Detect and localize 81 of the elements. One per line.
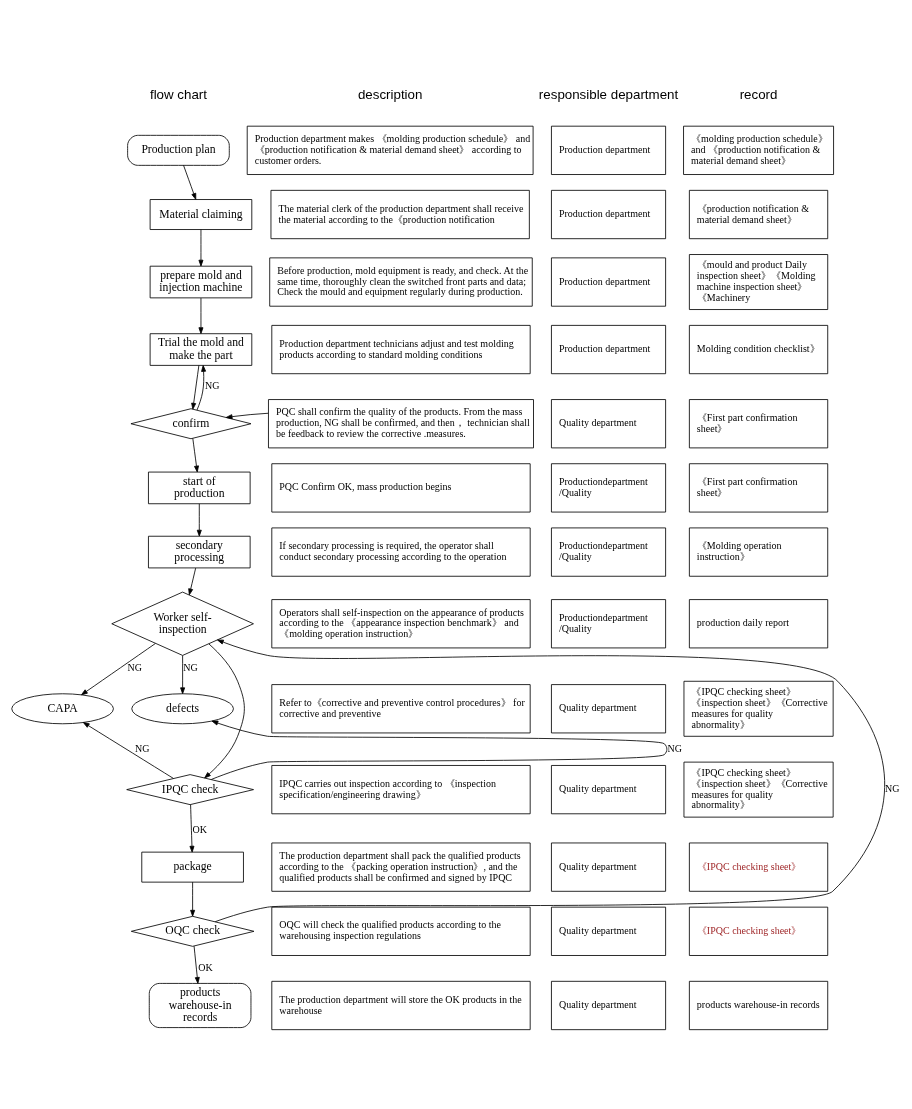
node-box: Quality department — [551, 980, 667, 1030]
node-box: 《production notification & material demand sheet》 — [688, 189, 829, 239]
node-box: PQC Confirm OK, mass production begins — [271, 462, 531, 512]
node-box: The production department shall pack the qualified products according to the 《packing operation instruction》, and the qualified products shall be confirmed and signed by IPQC — [271, 842, 531, 892]
node-ellipse: CAPA — [11, 692, 114, 724]
arrow — [214, 639, 886, 922]
edge-label: OK — [192, 823, 207, 835]
node-box: Quality department — [551, 906, 667, 956]
node-box: 《IPQC checking sheet》 — [688, 906, 829, 956]
node-box: IPQC carries out inspection according to 《inspection specification/engineering drawing》 — [271, 764, 531, 814]
edge-label: NG — [134, 742, 150, 754]
label: responsible department — [538, 86, 679, 101]
arrow — [82, 721, 174, 779]
label: flow chart — [149, 86, 207, 101]
node-box: production daily report — [688, 598, 829, 648]
arrow — [191, 364, 200, 410]
node-box: Before production, mold equipment is ready, and check. At the same time, thoroughly clean the switched front parts and data; Check the mould and equipment regularly during production. — [269, 256, 533, 307]
arrow — [196, 502, 202, 536]
node-box: products warehouse-in records — [148, 982, 252, 1028]
node-box: If secondary processing is required, the operator shall conduct secondary processing according to the operation — [271, 527, 531, 577]
node-box: 《IPQC checking sheet》《inspection sheet》《Corrective measures for quality abnormality》 — [683, 680, 834, 737]
node-box: Production department makes 《molding production schedule》 and 《production notification & material demand sheet》 according to customer orders. — [246, 125, 534, 175]
arrow — [192, 437, 199, 472]
node-box: OQC will check the qualified products according to the warehousing inspection regulations — [271, 906, 531, 956]
node-box: package — [141, 851, 244, 883]
arrow — [188, 567, 197, 595]
edge-label: NG — [127, 661, 142, 673]
arrow — [180, 654, 186, 694]
node-diamond: confirm — [130, 407, 252, 439]
node-diamond: Worker self-inspection — [111, 591, 254, 656]
node-box: Production department — [551, 125, 667, 175]
node-box: prepare mold and injection machine — [149, 265, 253, 298]
node-box: Production department technicians adjust and test molding products according to standard molding conditions — [271, 324, 531, 374]
arrow — [196, 364, 207, 410]
node-box: Productiondepartment /Quality — [551, 598, 667, 648]
node-box: 《molding production schedule》 and 《production notification & material demand sheet》 — [683, 125, 834, 175]
node-box: products warehouse-in records — [688, 980, 829, 1030]
node-box: PQC shall confirm the quality of the products. From the mass production, NG shall be confirmed, and then， technician shall be feedback to review the corrective .measures. — [268, 398, 534, 448]
node-box: Trial the mold and make the part — [149, 332, 253, 366]
node-box: The material clerk of the production department shall receive the material according to the《production notification — [270, 189, 530, 239]
node-box: Productiondepartment /Quality — [551, 527, 667, 577]
node-box: Molding condition checklist》 — [688, 324, 829, 374]
node-box: 《Molding operation instruction》 — [688, 527, 829, 577]
arrow — [183, 164, 197, 200]
node-diamond: OQC check — [130, 915, 255, 947]
edge-label: NG — [204, 379, 220, 391]
node-box: Quality department — [551, 398, 667, 448]
edge-label: NG — [885, 782, 900, 794]
node-box: Refer to《corrective and preventive control procedures》 for corrective and preventive — [271, 683, 531, 733]
arrow — [198, 297, 204, 334]
node-box: 《IPQC checking sheet》 — [688, 842, 829, 892]
arrow — [204, 643, 245, 778]
arrow — [198, 228, 204, 266]
node-box: Material claiming — [149, 198, 253, 230]
edge-label: NG — [667, 742, 683, 754]
node-box: 《First part confirmation sheet》 — [688, 398, 829, 448]
node-box: start of production — [148, 471, 251, 504]
node-box: Quality department — [551, 683, 667, 733]
arrow — [189, 803, 195, 852]
node-box: 《mould and product Daily inspection sheet》《Molding machine inspection sheet》《Machinery — [688, 253, 829, 310]
node-box: Production department — [551, 256, 667, 307]
label: description — [357, 86, 423, 101]
arrow — [193, 945, 200, 984]
node-box: Production department — [551, 324, 667, 374]
node-box: 《First part confirmation sheet》 — [688, 462, 829, 512]
node-box: 《IPQC checking sheet》《inspection sheet》《Corrective measures for quality abnormality》 — [683, 761, 834, 818]
node-box: Production department — [551, 189, 667, 239]
node-box: The production department will store the OK products in the warehouse — [271, 980, 531, 1030]
node-box: Quality department — [551, 842, 667, 892]
node-box: Productiondepartment /Quality — [551, 462, 667, 512]
edge-label: NG — [183, 661, 198, 673]
arrow — [81, 642, 156, 695]
edge-label: OK — [198, 961, 213, 973]
node-box: Operators shall self-inspection on the appearance of products according to the 《appearance inspection benchmark》 and 《molding operation instruction》 — [271, 598, 531, 648]
arrow — [225, 412, 269, 419]
node-box: Quality department — [551, 764, 667, 814]
node-box: secondary processing — [148, 535, 251, 568]
arrow — [210, 720, 668, 780]
label: record — [739, 86, 778, 101]
node-box: Production plan — [127, 134, 230, 166]
arrow — [190, 881, 196, 917]
